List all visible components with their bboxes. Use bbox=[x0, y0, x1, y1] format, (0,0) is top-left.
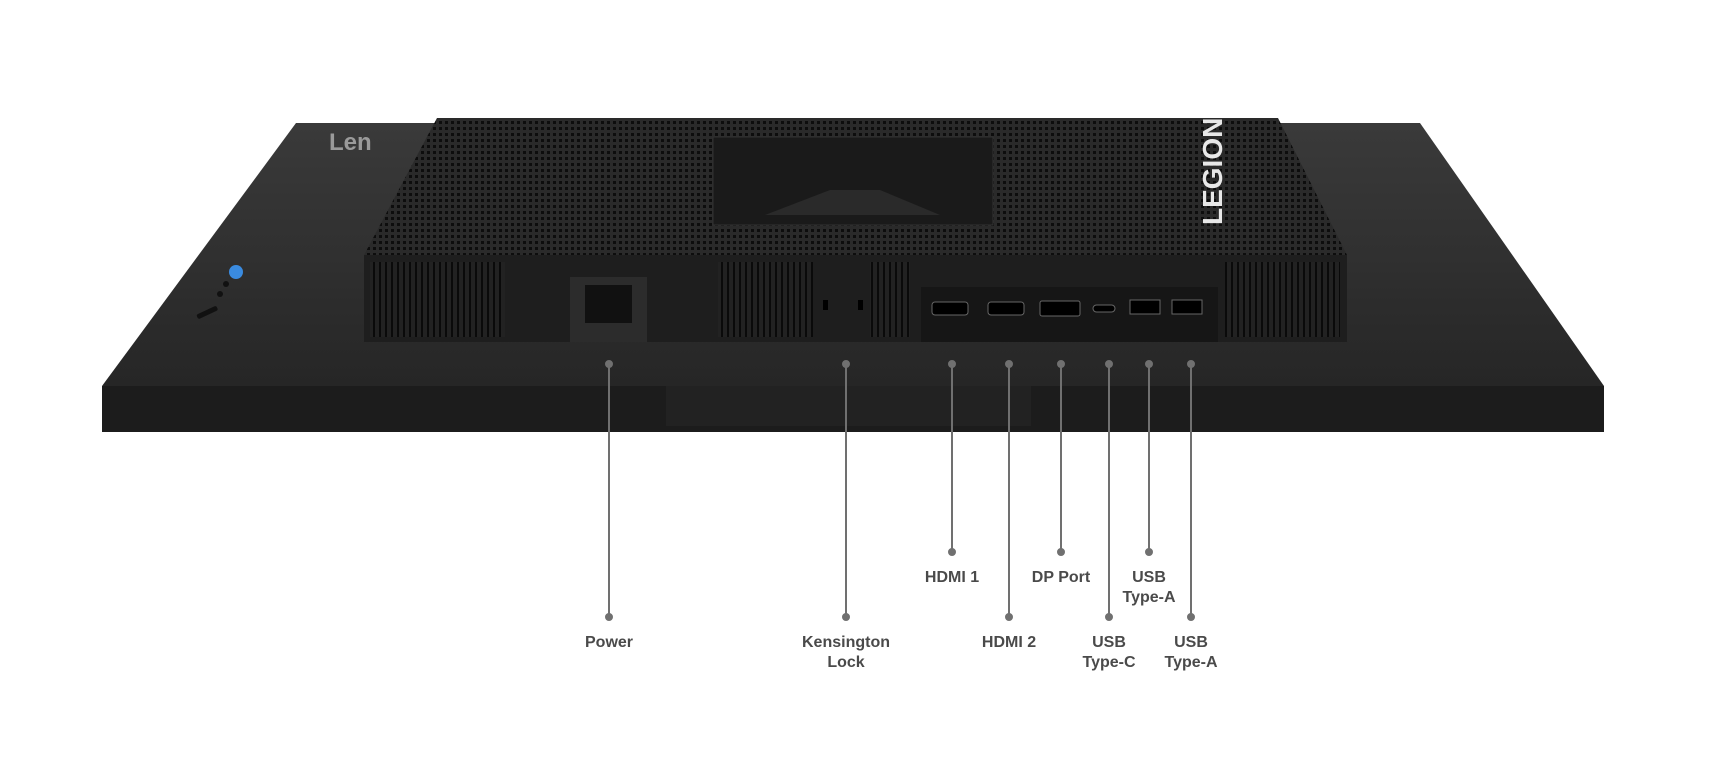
callout-label-line1: USB bbox=[1132, 569, 1166, 586]
callout-dot bbox=[1105, 613, 1113, 621]
callout-label: Power bbox=[585, 633, 633, 653]
usb-a-port-icon bbox=[1129, 299, 1161, 315]
callout-label-line2: Type-A bbox=[1164, 654, 1218, 671]
callout-dot bbox=[605, 613, 613, 621]
callout-label: USB Type-A bbox=[1122, 568, 1175, 608]
callout-dot bbox=[1145, 548, 1153, 556]
callout-label-line2: Type-C bbox=[1082, 654, 1136, 671]
callout-label-line2: Type-A bbox=[1122, 589, 1176, 606]
vent-left bbox=[370, 262, 505, 337]
callout-label-line1: HDMI 2 bbox=[981, 634, 1037, 651]
control-buttons bbox=[196, 265, 243, 319]
callout-label: USB Type-C bbox=[1082, 633, 1135, 673]
callout-dot bbox=[1005, 360, 1013, 368]
hdmi-1-port-icon bbox=[931, 301, 969, 316]
dp-port-icon bbox=[1039, 300, 1081, 317]
legion-logo: LEGION bbox=[1197, 118, 1228, 225]
callout-label-line1: Power bbox=[584, 634, 634, 651]
callout-dot bbox=[1187, 360, 1195, 368]
callout-label-line1: DP Port bbox=[1031, 569, 1091, 586]
callout-label: DP Port bbox=[1032, 568, 1090, 588]
rear-housing bbox=[364, 118, 1347, 342]
hdmi-2-port-icon bbox=[987, 301, 1025, 316]
callout-label-line1: Kensington bbox=[802, 634, 890, 651]
callout-dot bbox=[1187, 613, 1195, 621]
vent-right bbox=[1225, 262, 1340, 337]
usb-c-port-icon bbox=[1092, 304, 1116, 313]
callout-label-line1: USB bbox=[1174, 634, 1208, 651]
callout-dot bbox=[1005, 613, 1013, 621]
callout-dot bbox=[948, 360, 956, 368]
callout-dot bbox=[1145, 360, 1153, 368]
callout-dot bbox=[605, 360, 613, 368]
callout-label: USB Type-A bbox=[1164, 633, 1217, 673]
callout-dot bbox=[842, 613, 850, 621]
callout-dot bbox=[842, 360, 850, 368]
callout-label-line1: HDMI 1 bbox=[924, 569, 980, 586]
kensington-slot-icon bbox=[823, 300, 828, 310]
callout-label: HDMI 2 bbox=[982, 633, 1036, 653]
callout-label-line2: Lock bbox=[827, 654, 865, 671]
callout-label: HDMI 1 bbox=[925, 568, 979, 588]
callout-label-line1: USB bbox=[1092, 634, 1126, 651]
callout-dot bbox=[1105, 360, 1113, 368]
callout-dot bbox=[1057, 548, 1065, 556]
callout-dot bbox=[948, 548, 956, 556]
lenovo-logo: Len bbox=[329, 129, 372, 156]
joystick-button-icon[interactable] bbox=[229, 265, 243, 279]
usb-a-port-icon bbox=[1171, 299, 1203, 315]
callout-dot bbox=[1057, 360, 1065, 368]
